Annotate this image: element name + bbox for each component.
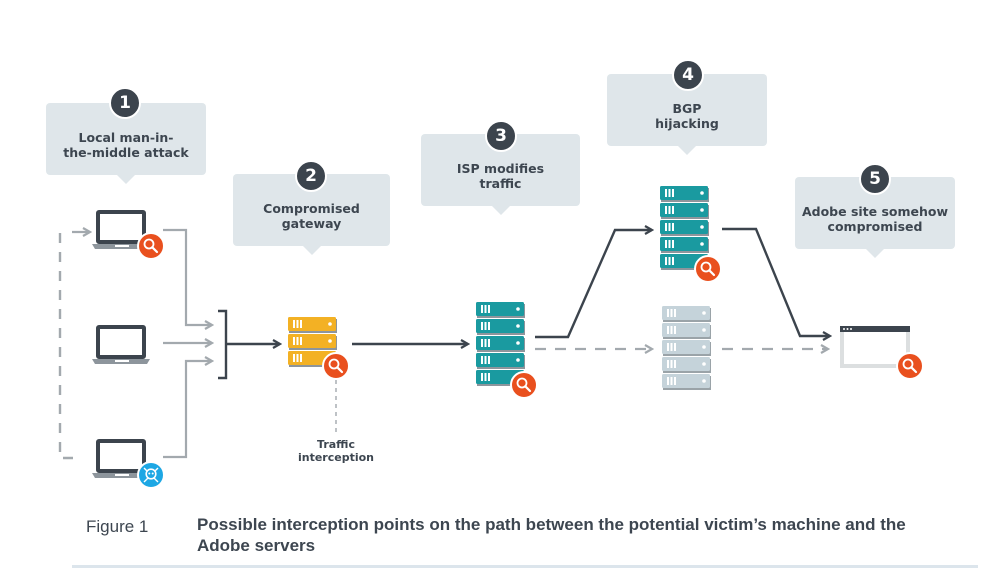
figure-label: Figure 1 xyxy=(86,517,149,536)
magnifier-icon xyxy=(321,351,351,381)
callout-step-2-line-1: Compromised xyxy=(263,201,360,216)
legitimate-server xyxy=(662,306,711,390)
magnifier-icon xyxy=(136,231,166,261)
callout-step-1-line-1: Local man-in- xyxy=(78,130,174,145)
server-unit xyxy=(288,334,337,350)
annotation-line-1: Traffic xyxy=(317,438,355,451)
merge-bracket xyxy=(218,309,228,380)
server-unit xyxy=(288,317,337,333)
magnifier-icon xyxy=(509,370,539,400)
hijacked-route-to-site xyxy=(722,227,830,336)
gateway-server xyxy=(288,317,351,381)
callout-step-1: Local man-in-the-middle attack xyxy=(46,103,206,184)
server-unit xyxy=(660,220,709,236)
annotation-line-2: interception xyxy=(297,451,375,464)
server-unit xyxy=(660,237,709,253)
server-unit xyxy=(660,186,709,202)
server-unit xyxy=(476,336,525,352)
callout-step-4-line-2: hijacking xyxy=(655,116,719,131)
bgp-rogue-server xyxy=(660,186,723,284)
connector-laptop3 xyxy=(163,361,212,459)
callout-step-5-line-1: Adobe site somehow xyxy=(801,204,949,219)
callout-step-5-line-2: compromised xyxy=(827,219,923,234)
callout-step-4-line-1: BGP xyxy=(672,101,702,116)
step-badge-2: 2 xyxy=(295,160,327,192)
step-badge-3: 3 xyxy=(485,120,517,152)
connector-laptop1 xyxy=(163,228,212,325)
server-unit xyxy=(476,353,525,369)
laptop-victim xyxy=(92,325,150,364)
hijacked-route xyxy=(535,230,652,339)
isp-server xyxy=(476,302,539,400)
caption-divider xyxy=(72,565,978,568)
callout-step-1-line-2: the-middle attack xyxy=(63,145,189,160)
adobe-site-window xyxy=(840,326,925,381)
dashed-loop-connector xyxy=(58,233,80,460)
server-unit xyxy=(662,323,711,339)
step-badge-4: 4 xyxy=(672,59,704,91)
figure-caption: Possible interception points on the path… xyxy=(197,515,906,555)
server-unit xyxy=(476,319,525,335)
server-unit xyxy=(662,374,711,390)
skull-icon xyxy=(137,461,165,489)
server-unit xyxy=(660,203,709,219)
callout-step-3-line-2: traffic xyxy=(479,176,522,191)
laptop-malicious xyxy=(92,439,165,489)
server-unit xyxy=(662,357,711,373)
traffic-interception-label: Traffic interception xyxy=(286,438,386,464)
callout-step-3-line-1: ISP modifies xyxy=(456,161,545,176)
laptop-attacked xyxy=(92,210,166,261)
magnifier-icon xyxy=(895,351,925,381)
step-badge-1: 1 xyxy=(109,87,141,119)
server-unit xyxy=(662,340,711,356)
magnifier-icon xyxy=(693,254,723,284)
server-unit xyxy=(476,302,525,318)
step-badge-5: 5 xyxy=(859,163,891,195)
callout-step-2-line-2: gateway xyxy=(281,216,342,231)
server-unit xyxy=(662,306,711,322)
